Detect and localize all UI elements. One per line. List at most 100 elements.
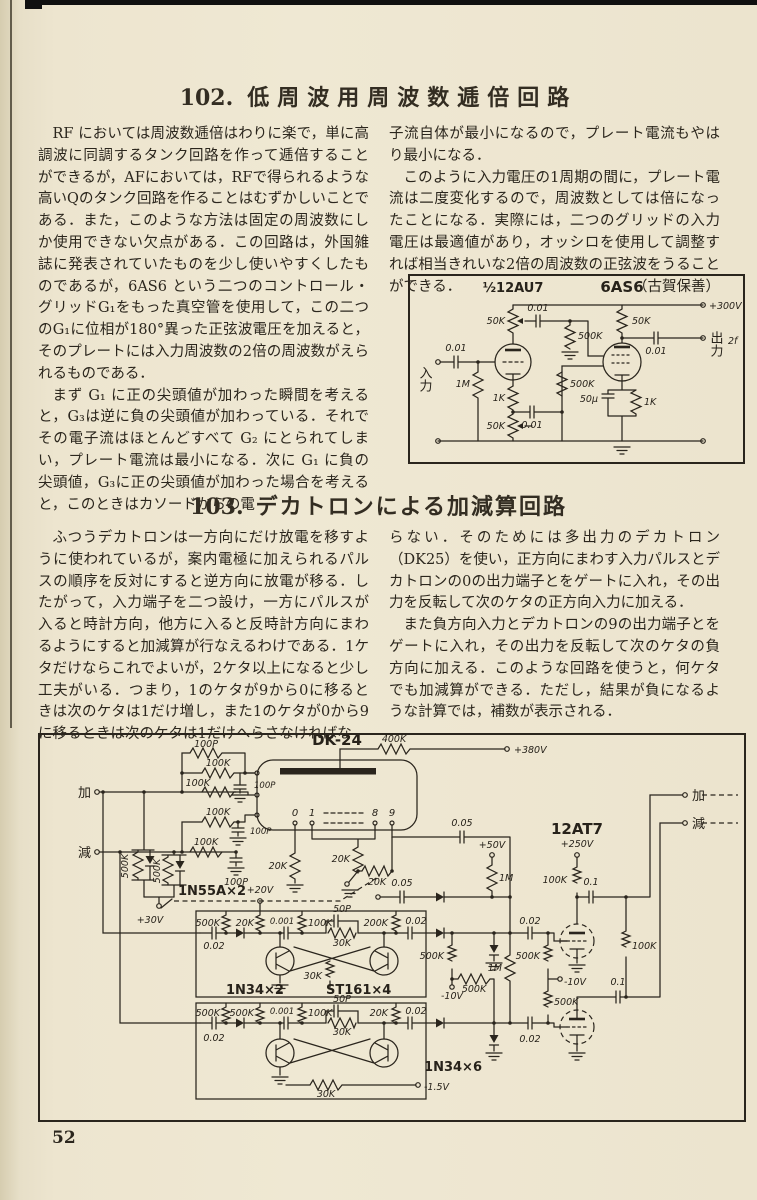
tube-label: 12AT7 [551,820,603,838]
supply-label: -10V [441,991,465,1002]
component-label: 30K [304,971,323,982]
component-label: 0.001 [270,917,294,927]
section-102-title: 102.低周波用周波数逓倍回路 [0,80,757,112]
component-label: 20K [236,918,255,929]
component-label: 100P [224,877,248,888]
component-label: 100P [254,781,276,791]
component-label: 100K [543,875,568,886]
component-label: 500K [462,984,487,995]
section-103-number: 103. [190,494,244,520]
tube-label: DK-24 [312,735,362,749]
paragraph: ふつうデカトロンは一方向にだけ放電を移すように使われているが，案内電極に加えられ… [38,530,369,743]
component-label: 0.01 [445,343,466,354]
diode-label: 1N55A×2 [178,884,246,899]
paragraph: また負方向入力とデカトロンの9の出力端子とをゲートに入れ，その出力を反転して次の… [389,617,720,721]
circuit-diagram-frequency-doubler: ½12AU7 6AS6 入力 出力 2f +300V 0.01 1M 50K 0… [408,274,745,464]
component-label: 100P [194,739,218,750]
component-label: 0.1 [610,977,625,988]
component-label: 0.05 [451,818,472,829]
paragraph: まず G₁ に正の尖頭値が加わった瞬間を考えると，G₃は逆に負の尖頭値が加わって… [38,387,369,513]
component-label: 500K [516,951,541,962]
component-label: 50K [487,316,506,327]
component-label: 0.02 [405,1006,426,1017]
component-label: 1M [456,379,470,390]
supply-label: -10V [564,977,588,988]
component-label: 500K [554,997,579,1008]
component-label: 0.02 [519,916,540,927]
component-label: 50P [333,904,351,915]
component-label: 1M [499,873,513,884]
supply-label: +50V [479,840,507,851]
paragraph: このように入力電圧の1周期の間に，プレート電流は二度変化するので，周波数としては… [389,168,720,299]
diode-label: 1N34×2 [226,983,284,998]
pin-label: 1 [309,808,315,819]
component-label: 1K [644,397,657,408]
supply-label: +30V [137,915,165,926]
tube-label: 6AS6 [600,278,643,296]
component-label: 0.02 [405,916,426,927]
component-label: 20K [332,854,351,865]
supply-label: +380V [514,745,548,756]
input-terminal-label: 入力 [417,366,433,393]
component-label: 0.1 [583,877,598,888]
paragraph: らない．そのためには多出力のデカトロン（DK25）を使い，正方向にまわす入力パル… [389,530,720,612]
section-102-col-left: RF においては周波数逓倍はわりに楽で，単に高調波に同調するタンク回路を作って逓… [38,124,369,516]
component-label: 0.001 [270,1007,294,1017]
subtract-output-label: 減 [692,816,705,832]
pin-label: 8 [372,808,378,819]
section-103-col-left: ふつうデカトロンは一方向にだけ放電を移すように使われているが，案内電極に加えられ… [38,528,369,746]
section-102-body: RF においては周波数逓倍はわりに楽で，単に高調波に同調するタンク回路を作って逓… [38,124,720,516]
scan-edge-mark [25,0,42,9]
paragraph: RF においては周波数逓倍はわりに楽で，単に高調波に同調するタンク回路を作って逓… [38,126,369,382]
component-label: 30K [333,938,352,949]
section-103-body: ふつうデカトロンは一方向にだけ放電を移すように使われているが，案内電極に加えられ… [38,528,720,746]
section-102-col-right: 子流自体が最小になるので，プレート電流もやはり最小になる． このように入力電圧の… [389,124,720,516]
component-label: 20K [368,877,387,888]
component-label: 500K [578,331,603,342]
supply-label: +20V [247,885,275,896]
circuit2-svg: DK-24 400K +380V 0 1 8 9 加 減 100P 100K 1… [78,735,738,1100]
component-label: 200K [364,918,389,929]
component-label: 500K [152,858,163,883]
component-label: 0.05 [391,878,412,889]
circuit-diagram-dekatron-adder: DK-24 400K +380V 0 1 8 9 加 減 100P 100K 1… [38,733,746,1122]
component-label: 50P [333,994,351,1005]
component-label: 500K [196,918,221,929]
component-label: 0.01 [645,346,666,357]
scan-edge-band [25,0,757,5]
component-label: 100K [206,807,231,818]
section-103-col-right: らない．そのためには多出力のデカトロン（DK25）を使い，正方向にまわす入力パル… [389,528,720,746]
paragraph: 子流自体が最小になるので，プレート電流もやはり最小になる． [389,126,720,164]
subtract-input-label: 減 [78,845,91,861]
component-label: 400K [382,735,407,745]
output-terminal-label: 出力 [708,331,724,358]
add-output-label: 加 [692,789,705,804]
component-label: 500K [120,853,131,878]
component-label: 0.02 [203,941,224,952]
supply-label: +300V [709,301,743,312]
component-label: 100K [194,837,219,848]
component-label: 500K [196,1008,221,1019]
supply-label: -1.5V [424,1082,451,1093]
component-label: 500K [230,1008,255,1019]
circuit1-svg: ½12AU7 6AS6 入力 出力 2f +300V 0.01 1M 50K 0… [417,278,743,455]
section-102-heading: 低周波用周波数逓倍回路 [247,85,578,111]
page-number: 52 [52,1128,76,1148]
component-label: 30K [317,1089,336,1100]
add-input-label: 加 [78,786,91,801]
component-label: 20K [370,1008,389,1019]
section-103-title: 103.デカトロンによる加減算回路 [0,489,757,521]
component-label: 0.02 [203,1033,224,1044]
pin-label: 9 [389,808,395,819]
diode-label: 1N34×6 [424,1060,482,1075]
component-label: 500K [570,379,595,390]
component-label: 500K [420,951,445,962]
author-byline: （古賀保善） [633,278,720,295]
transistor-label: ST161×4 [326,983,391,998]
component-label: 100K [308,918,333,929]
component-label: 100K [186,778,211,789]
component-label: 1M [488,963,502,974]
component-label: 2f [728,336,739,347]
component-label: 50μ [580,394,598,405]
